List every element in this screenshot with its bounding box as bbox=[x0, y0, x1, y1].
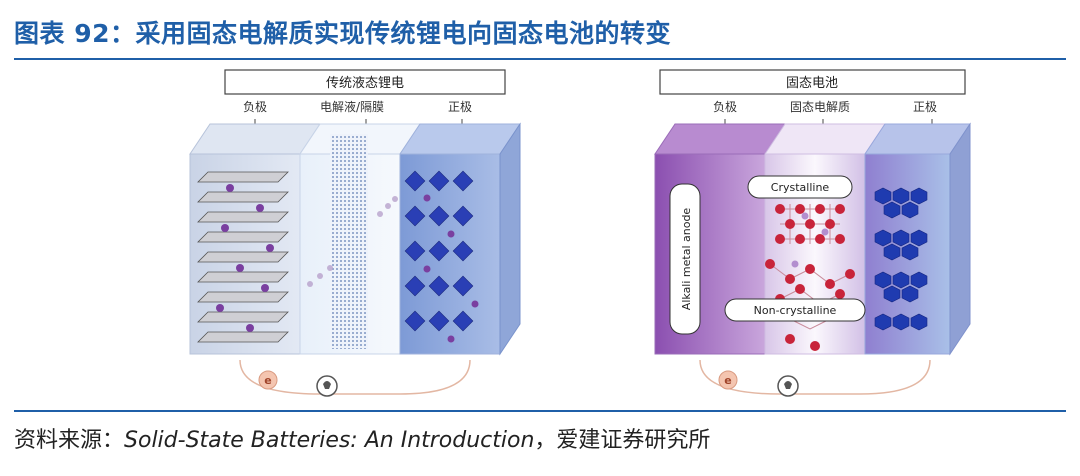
liquid-electrolyte-label: 电解液/隔膜 bbox=[320, 99, 384, 114]
non-crystalline-tag bbox=[724, 298, 866, 322]
electron-symbol: e bbox=[264, 374, 271, 387]
separator-mesh bbox=[330, 134, 368, 349]
lithium-ions-anode bbox=[216, 184, 274, 332]
alkali-anode-text: Alkali metal anode bbox=[680, 208, 693, 311]
solid-heading: 固态电池 bbox=[786, 76, 838, 91]
solid-electron-symbol: e bbox=[724, 374, 731, 387]
graphite-layers bbox=[197, 171, 289, 343]
crystalline-tag bbox=[747, 175, 853, 199]
cathode-hexagons bbox=[874, 187, 928, 331]
crystalline-atoms bbox=[775, 204, 845, 244]
solid-heading-box bbox=[659, 69, 966, 95]
liquid-anode-label: 负极 bbox=[243, 100, 267, 114]
solid-electron-icon bbox=[718, 370, 738, 390]
liquid-battery-diagram: 传统液态锂电 负极 电解液/隔膜 正极 bbox=[180, 64, 550, 404]
solid-electrolyte-label: 固态电解质 bbox=[790, 100, 850, 114]
solid-anode-label: 负极 bbox=[713, 100, 737, 114]
solid-state-battery-diagram: 固态电池 负极 固态电解质 正极 Alkali metal anode bbox=[640, 64, 980, 404]
source-prefix: 资料来源： bbox=[14, 428, 125, 453]
source-note: 资料来源：Solid-State Batteries: An Introduct… bbox=[14, 422, 710, 454]
non-crystalline-text: Non-crystalline bbox=[754, 304, 837, 317]
title-divider bbox=[14, 58, 1066, 60]
lithium-ions-cathode bbox=[423, 194, 479, 343]
source-divider bbox=[14, 410, 1066, 412]
liquid-heading: 传统液态锂电 bbox=[326, 76, 404, 91]
crystalline-text: Crystalline bbox=[771, 181, 830, 194]
solid-cathode-label: 正极 bbox=[913, 100, 937, 114]
solid-external-circuit bbox=[699, 359, 931, 395]
source-reference: Solid-State Batteries: An Introduction bbox=[124, 428, 535, 453]
electron-icon bbox=[258, 370, 278, 390]
liquid-cathode-label: 正极 bbox=[448, 100, 472, 114]
anode-text-box bbox=[669, 183, 701, 335]
liquid-heading-box bbox=[224, 69, 506, 95]
cathode-lattice bbox=[404, 170, 474, 332]
figure-title: 图表 92：采用固态电解质实现传统锂电向固态电池的转变 bbox=[14, 19, 671, 48]
source-suffix: ，爱建证券研究所 bbox=[534, 428, 711, 453]
ion-flow bbox=[307, 196, 398, 287]
